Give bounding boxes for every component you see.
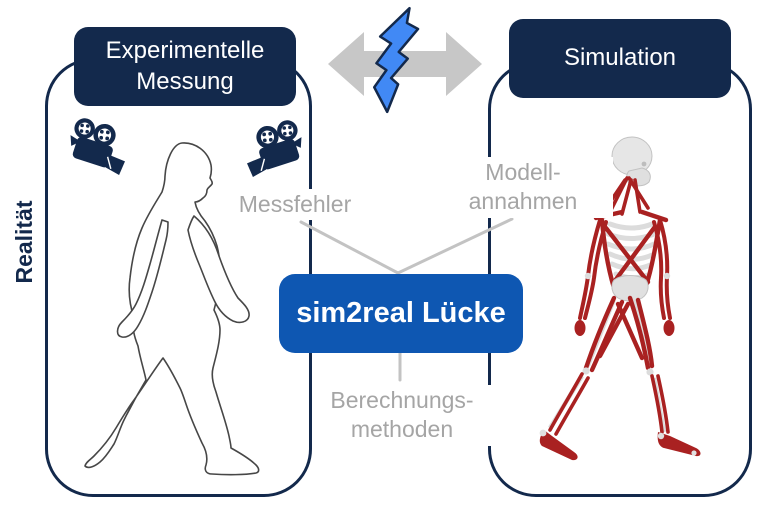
computation-methods-line-2: methoden — [350, 416, 454, 443]
walking-person-outline — [84, 142, 260, 476]
measurement-error-line: Messfehler — [238, 191, 352, 217]
reality-axis-label: Realität — [11, 200, 37, 284]
computation-methods-label: Berechnungs- methoden — [312, 385, 492, 446]
lightning-bolt-icon — [373, 6, 420, 114]
video-camera-icon — [247, 120, 302, 178]
video-camera-icon — [70, 118, 125, 176]
experimental-measurement-title: Experimentelle Messung — [74, 27, 296, 106]
exchange-arrow-icon — [328, 32, 482, 96]
sim2real-gap-box: sim2real Lücke — [279, 274, 523, 353]
model-assumptions-line-1: Modell- — [485, 159, 561, 185]
musculoskeletal-model — [539, 136, 701, 461]
computation-methods-line-1: Berechnungs- — [330, 387, 474, 413]
measurement-error-label: Messfehler — [210, 189, 380, 221]
model-assumptions-label: Modell- annahmen — [433, 157, 613, 218]
simulation-title: Simulation — [509, 19, 731, 98]
model-assumptions-line-2: annahmen — [468, 188, 578, 215]
